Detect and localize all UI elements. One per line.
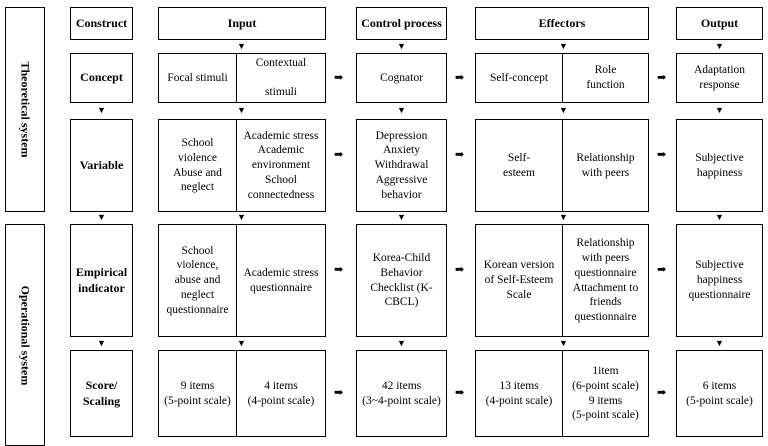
row-label-concept: Concept: [70, 53, 133, 103]
empirical-effectors-a: Korean version of Self-Esteem Scale: [483, 259, 555, 301]
empirical-input-box: School violence, abuse and neglect quest…: [158, 224, 326, 337]
operational-system-panel: Operational system: [5, 224, 45, 446]
header-construct: Construct: [70, 7, 133, 40]
arrow-right-icon: ➡: [334, 149, 344, 161]
concept-effectors-self-concept: Self-concept: [489, 71, 549, 84]
variable-effectors-peers: Relationship with peers: [576, 151, 635, 179]
arrow-right-icon: ➡: [334, 387, 344, 399]
empirical-effectors-b: Relationship with peers questionnaire At…: [572, 237, 639, 323]
variable-input-divider: [236, 119, 237, 212]
arrow-down-icon: ▼: [397, 212, 406, 222]
variable-effectors-self-esteem: Self- esteem: [503, 151, 535, 179]
variable-effectors-divider: [562, 119, 563, 212]
arrow-right-icon: ➡: [455, 72, 465, 84]
arrow-right-icon: ➡: [657, 72, 667, 84]
theoretical-system-label: Theoretical system: [18, 61, 33, 158]
arrow-down-icon: ▼: [397, 105, 406, 115]
concept-input-box: Focal stimuli Contextual stimuli: [158, 53, 326, 103]
arrow-down-icon: ▼: [715, 41, 724, 51]
arrow-down-icon: ▼: [715, 212, 724, 222]
score-input-divider: [236, 350, 237, 437]
operational-system-label: Operational system: [18, 285, 33, 385]
concept-effectors-divider: [562, 53, 563, 103]
score-effectors-divider: [562, 350, 563, 437]
arrow-right-icon: ➡: [657, 149, 667, 161]
empirical-effectors-divider: [562, 224, 563, 337]
row-label-variable: Variable: [70, 119, 133, 212]
score-effectors-a: 13 items (4-point scale): [485, 379, 553, 407]
arrow-down-icon: ▼: [97, 105, 106, 115]
arrow-down-icon: ▼: [237, 41, 246, 51]
score-input-b: 4 items (4-point scale): [247, 379, 315, 407]
arrow-right-icon: ➡: [455, 149, 465, 161]
variable-output: Subjective happiness: [676, 119, 763, 212]
arrow-down-icon: ▼: [559, 41, 568, 51]
concept-input-contextual: Contextual stimuli: [255, 56, 307, 99]
arrow-down-icon: ▼: [237, 212, 246, 222]
header-effectors: Effectors: [475, 7, 649, 40]
row-label-score-scaling: Score/ Scaling: [70, 350, 133, 437]
arrow-down-icon: ▼: [397, 41, 406, 51]
arrow-right-icon: ➡: [657, 264, 667, 276]
arrow-down-icon: ▼: [559, 105, 568, 115]
variable-input-a: School violence Abuse and neglect: [173, 137, 222, 194]
concept-input-divider: [236, 53, 237, 103]
arrow-down-icon: ▼: [559, 338, 568, 348]
empirical-control: Korea-Child Behavior Checklist (K- CBCL): [356, 224, 447, 337]
arrow-down-icon: ▼: [559, 212, 568, 222]
concept-effectors-role-function: Role function: [586, 64, 625, 91]
arrow-down-icon: ▼: [397, 338, 406, 348]
arrow-down-icon: ▼: [715, 105, 724, 115]
concept-control: Cognator: [356, 53, 447, 103]
arrow-down-icon: ▼: [237, 105, 246, 115]
empirical-output: Subjective happiness questionnaire: [676, 224, 763, 337]
arrow-right-icon: ➡: [334, 264, 344, 276]
arrow-right-icon: ➡: [455, 264, 465, 276]
score-effectors-b: 1item (6-point scale) 9 items (5-point s…: [572, 365, 639, 422]
arrow-down-icon: ▼: [715, 338, 724, 348]
concept-output: Adaptation response: [676, 53, 763, 103]
arrow-right-icon: ➡: [455, 387, 465, 399]
empirical-input-divider: [236, 224, 237, 337]
variable-control: Depression Anxiety Withdrawal Aggressive…: [356, 119, 447, 212]
arrow-down-icon: ▼: [97, 338, 106, 348]
empirical-input-a: School violence, abuse and neglect quest…: [166, 244, 229, 316]
variable-input-b: Academic stress Academic environment Sch…: [243, 129, 319, 201]
header-control-process: Control process: [356, 7, 447, 40]
score-output: 6 items (5-point scale): [676, 350, 763, 437]
concept-input-focal: Focal stimuli: [167, 71, 228, 84]
score-input-a: 9 items (5-point scale): [164, 379, 231, 407]
arrow-down-icon: ▼: [237, 338, 246, 348]
arrow-right-icon: ➡: [657, 387, 667, 399]
theoretical-system-panel: Theoretical system: [5, 7, 45, 212]
header-input: Input: [158, 7, 326, 40]
header-output: Output: [676, 7, 763, 40]
score-input-box: 9 items (5-point scale) 4 items (4-point…: [158, 350, 326, 437]
arrow-right-icon: ➡: [334, 72, 344, 84]
arrow-down-icon: ▼: [97, 212, 106, 222]
variable-input-box: School violence Abuse and neglect Academ…: [158, 119, 326, 212]
empirical-input-b: Academic stress questionnaire: [243, 266, 319, 294]
score-control: 42 items (3~4-point scale): [356, 350, 447, 437]
row-label-empirical-indicator: Empirical indicator: [70, 224, 133, 337]
